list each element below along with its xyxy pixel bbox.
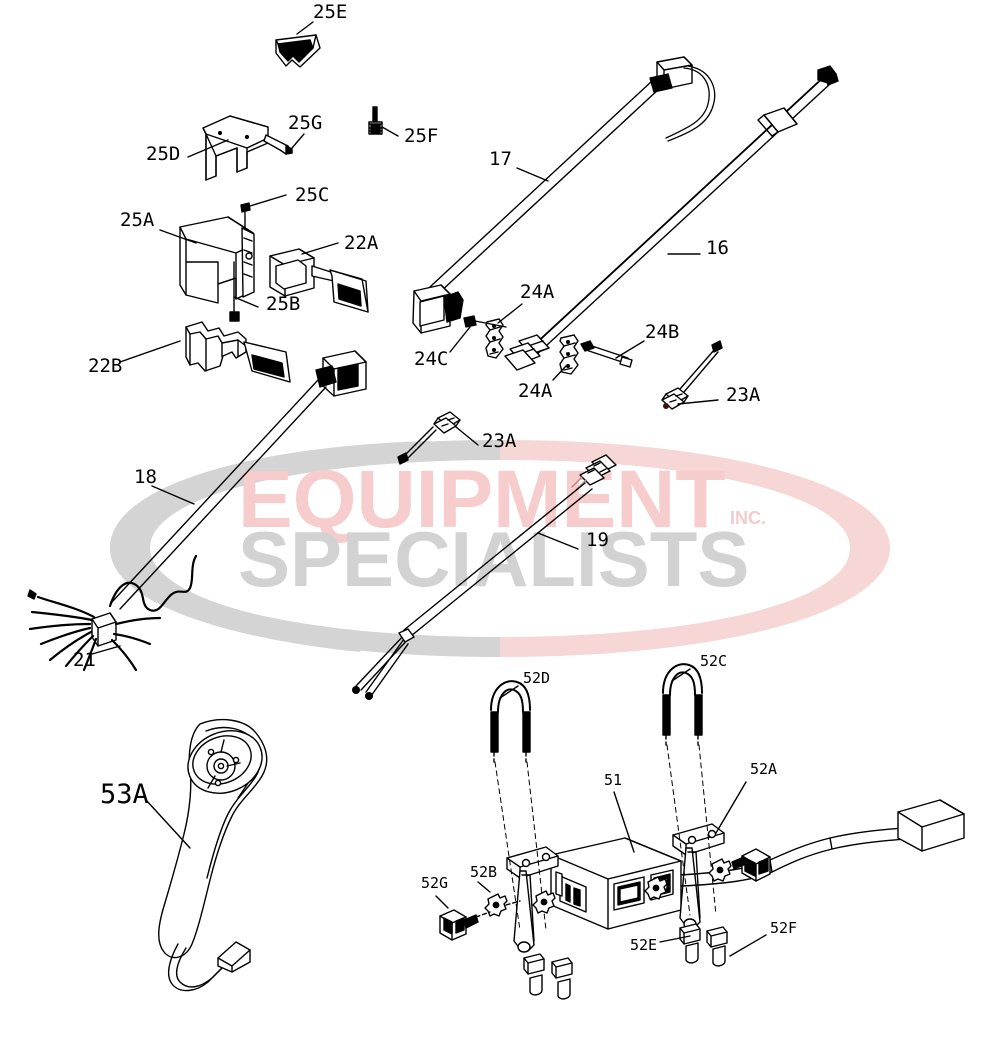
leader-52A (715, 781, 747, 834)
part-52E (679, 923, 728, 967)
watermark-ring-right (500, 440, 890, 657)
callout-25B: 25B (266, 293, 301, 315)
leader-25A (159, 229, 197, 244)
part-25G (263, 134, 293, 155)
callout-52E: 52E (630, 936, 658, 954)
leader-51 (613, 791, 635, 853)
part-53A (158, 718, 268, 992)
callout-52D: 52D (523, 669, 551, 687)
part-24A-lower (559, 334, 579, 375)
leader-21 (91, 645, 121, 655)
callout-24C: 24C (414, 348, 449, 370)
callout-18: 18 (134, 466, 157, 488)
leader-52D (499, 685, 519, 699)
callout-25E: 25E (313, 1, 348, 23)
part-52D (490, 680, 547, 931)
callout-24A: 24A (520, 281, 555, 303)
leader-24B (615, 340, 645, 359)
callout-52G: 52G (421, 874, 449, 892)
callout-23A-2: 23A (482, 430, 517, 452)
leader-24A-upper (497, 303, 523, 324)
leader-23A-right (677, 399, 719, 405)
part-52A-left-strap (506, 846, 559, 953)
part-23A-right (661, 340, 723, 410)
callout-23A: 23A (726, 384, 761, 406)
leader-52E (659, 935, 691, 943)
leader-52G (435, 895, 449, 909)
part-25F (368, 106, 383, 135)
part-25E (275, 34, 321, 68)
callout-51: 51 (604, 771, 623, 789)
part-51 (550, 837, 682, 930)
module-output-cable (532, 799, 965, 914)
callout-25A: 25A (120, 209, 155, 231)
leader-19 (537, 532, 579, 550)
part-25A (179, 216, 255, 304)
callout-25D: 25D (146, 143, 181, 165)
callout-52F: 52F (770, 919, 798, 937)
callout-52B: 52B (470, 863, 498, 881)
callout-25F: 25F (404, 125, 439, 147)
callout-22B: 22B (88, 355, 123, 377)
callout-22A: 22A (344, 232, 379, 254)
callout-21: 21 (73, 649, 96, 671)
part-25C (240, 202, 251, 229)
leader-18 (151, 485, 195, 505)
watermark-inc: INC. (730, 508, 766, 528)
part-25D (202, 115, 269, 181)
callout-53A: 53A (100, 779, 149, 810)
callout-52A: 52A (750, 760, 778, 778)
part-22A (269, 248, 369, 313)
leader-52C (671, 668, 691, 682)
leader-52B (477, 881, 491, 893)
leader-25F (381, 126, 399, 137)
callout-17: 17 (489, 148, 512, 170)
part-19 (352, 454, 617, 700)
callout-25G: 25G (288, 112, 323, 134)
watermark-line1: EQUIPMENT (238, 454, 725, 545)
callout-24A-2: 24A (518, 380, 553, 402)
leader-53A (145, 799, 191, 849)
leader-25D (187, 139, 229, 158)
part-22B (185, 321, 291, 383)
leader-25C (249, 194, 287, 207)
leader-24A-lower (552, 365, 567, 381)
leader-52F (729, 934, 767, 957)
leader-22A (301, 242, 339, 255)
leader-25B (233, 296, 259, 308)
callout-52C: 52C (700, 652, 728, 670)
part-52-nuts-left (523, 953, 573, 1000)
part-16 (504, 65, 839, 371)
part-52G (439, 900, 521, 941)
part-17 (412, 56, 716, 334)
part-52B (484, 893, 508, 917)
line-art (27, 21, 965, 1000)
leader-22B (119, 340, 181, 363)
watermark-group: EQUIPMENT INC. SPECIALISTS (110, 440, 890, 657)
leader-25E (296, 21, 314, 35)
callout-25C: 25C (295, 184, 330, 206)
callout-19: 19 (586, 529, 609, 551)
part-52C (662, 663, 717, 916)
watermark-line2: SPECIALISTS (238, 515, 749, 603)
callout-16: 16 (706, 237, 729, 259)
part-25B (229, 261, 240, 322)
callout-24B: 24B (645, 321, 680, 343)
part-24C (449, 315, 477, 353)
watermark-ring-left (110, 440, 500, 657)
part-23A-left (397, 411, 461, 465)
leader-17 (516, 167, 549, 182)
part-24A-upper (469, 318, 507, 359)
part-18 (27, 350, 367, 672)
part-24B (580, 340, 633, 368)
leader-25G (291, 133, 305, 149)
leader-23A-left (455, 426, 479, 446)
